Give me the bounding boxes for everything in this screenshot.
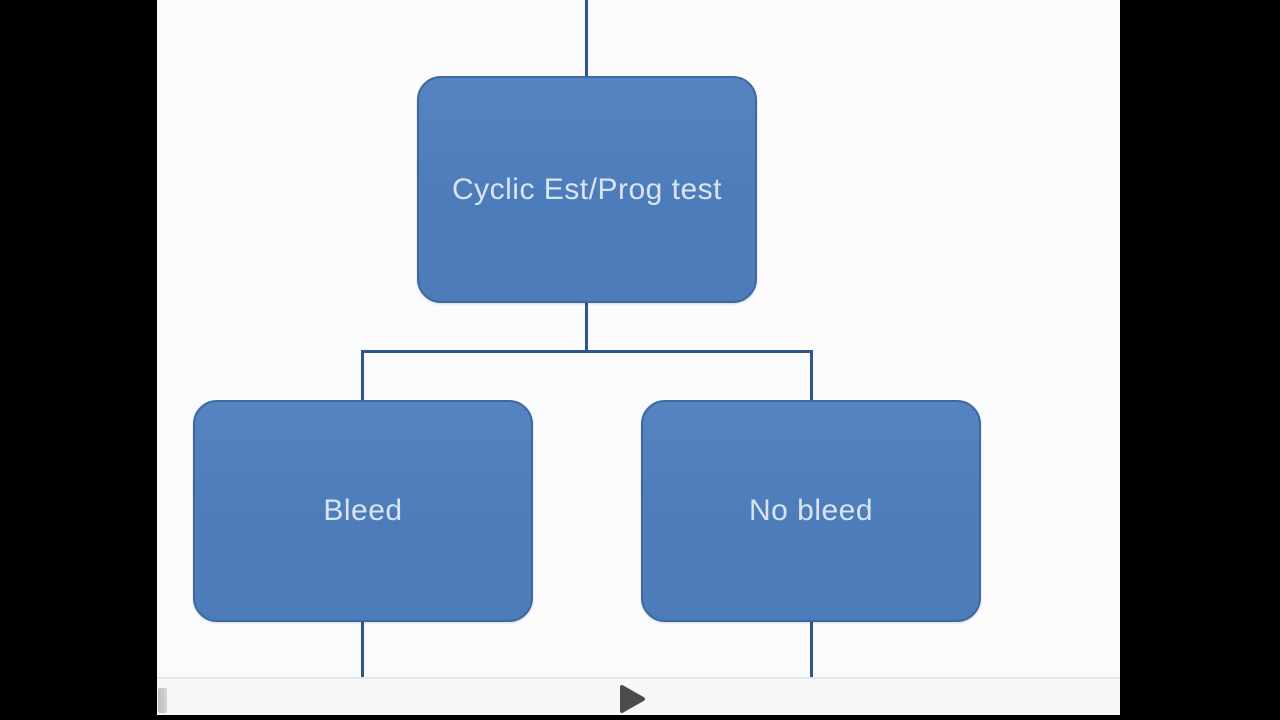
connector-top-to-root — [585, 0, 588, 77]
player-control-strip — [157, 677, 1120, 715]
flowchart-node-no-bleed: No bleed — [641, 400, 981, 622]
play-icon — [620, 685, 645, 713]
flowchart-node-no-bleed-label: No bleed — [748, 494, 874, 527]
connector-drop-to-no-bleed — [810, 350, 813, 401]
flowchart-node-bleed-label: Bleed — [323, 494, 403, 527]
connector-root-down — [585, 302, 588, 352]
left-control-fragment — [158, 688, 167, 713]
connector-no-bleed-down — [810, 621, 813, 677]
flowchart-node-root-label: Cyclic Est/Prog test — [451, 172, 723, 206]
flowchart-node-bleed: Bleed — [193, 400, 533, 622]
flowchart-node-root: Cyclic Est/Prog test — [417, 76, 757, 303]
connector-drop-to-bleed — [361, 350, 364, 401]
slide-canvas: Cyclic Est/Prog test Bleed No bleed — [157, 0, 1120, 677]
connector-branch-horizontal — [361, 350, 813, 353]
connector-bleed-down — [361, 621, 364, 677]
play-button[interactable] — [618, 685, 646, 713]
